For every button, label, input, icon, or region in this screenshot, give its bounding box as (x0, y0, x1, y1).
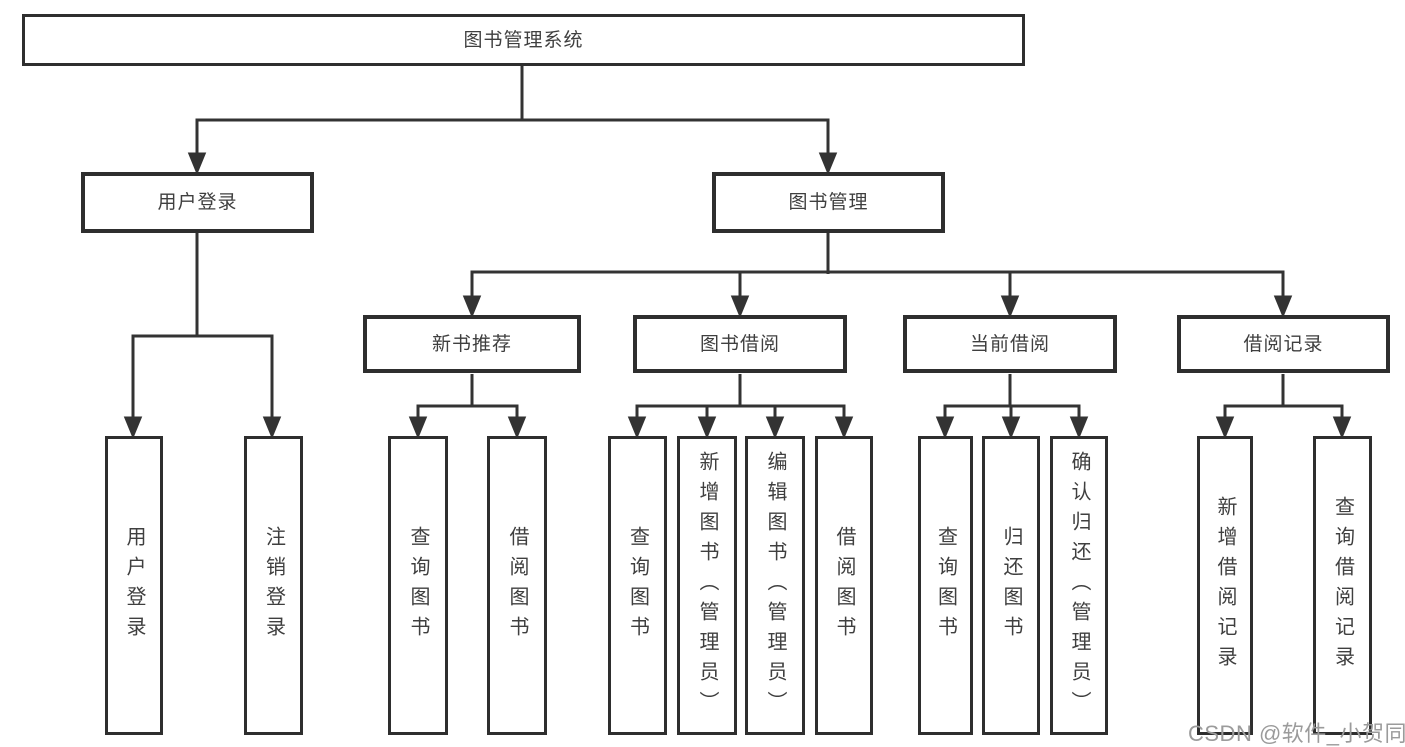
node-book-borrow: 图书借阅 (633, 315, 847, 373)
node-label: 图书管理 (788, 192, 869, 213)
leaf-label: 编辑图书（管理员） (764, 450, 786, 721)
node-new-book-recommend: 新书推荐 (363, 315, 581, 373)
leaf-edit-books-admin: 编辑图书（管理员） (745, 436, 805, 735)
leaf-query-borrow-record: 查询借阅记录 (1313, 436, 1372, 735)
watermark: CSDN @软件_小贺同学 (1188, 716, 1405, 747)
leaf-label: 查询图书 (626, 525, 649, 646)
node-current-borrow: 当前借阅 (903, 315, 1117, 373)
leaf-query-books: 查询图书 (388, 436, 448, 735)
leaf-label: 查询图书 (407, 525, 429, 646)
leaf-label: 注销登录 (262, 525, 285, 646)
leaf-borrow-books: 借阅图书 (487, 436, 547, 735)
leaf-add-borrow-record: 新增借阅记录 (1197, 436, 1253, 735)
leaf-label: 新增借阅记录 (1214, 495, 1236, 676)
leaf-query-books: 查询图书 (918, 436, 973, 735)
leaf-user-login: 用户登录 (105, 436, 163, 735)
node-user-login: 用户登录 (81, 172, 314, 233)
leaf-label: 新增图书（管理员） (696, 450, 718, 721)
node-label: 图书管理系统 (463, 29, 584, 51)
leaf-confirm-return-admin: 确认归还（管理员） (1050, 436, 1108, 735)
leaf-label: 归还图书 (1000, 525, 1022, 646)
leaf-return-books: 归还图书 (982, 436, 1040, 735)
leaf-label: 借阅图书 (833, 525, 855, 646)
node-label: 用户登录 (157, 192, 238, 213)
leaf-logout: 注销登录 (244, 436, 303, 735)
leaf-add-books-admin: 新增图书（管理员） (677, 436, 737, 735)
leaf-label: 借阅图书 (506, 525, 528, 646)
node-book-management: 图书管理 (712, 172, 945, 233)
node-label: 新书推荐 (431, 333, 512, 355)
node-label: 当前借阅 (969, 333, 1050, 355)
node-book-management-system: 图书管理系统 (22, 14, 1025, 66)
leaf-label: 查询借阅记录 (1331, 495, 1354, 676)
node-label: 借阅记录 (1243, 333, 1324, 355)
leaf-label: 用户登录 (123, 525, 145, 646)
leaf-label: 查询图书 (934, 525, 957, 646)
leaf-label: 确认归还（管理员） (1068, 450, 1090, 721)
watermark-text: CSDN @软件_小贺同学 (1188, 721, 1405, 746)
leaf-query-books: 查询图书 (608, 436, 667, 735)
leaf-borrow-books: 借阅图书 (815, 436, 873, 735)
node-borrow-records: 借阅记录 (1177, 315, 1390, 373)
node-label: 图书借阅 (699, 333, 780, 355)
